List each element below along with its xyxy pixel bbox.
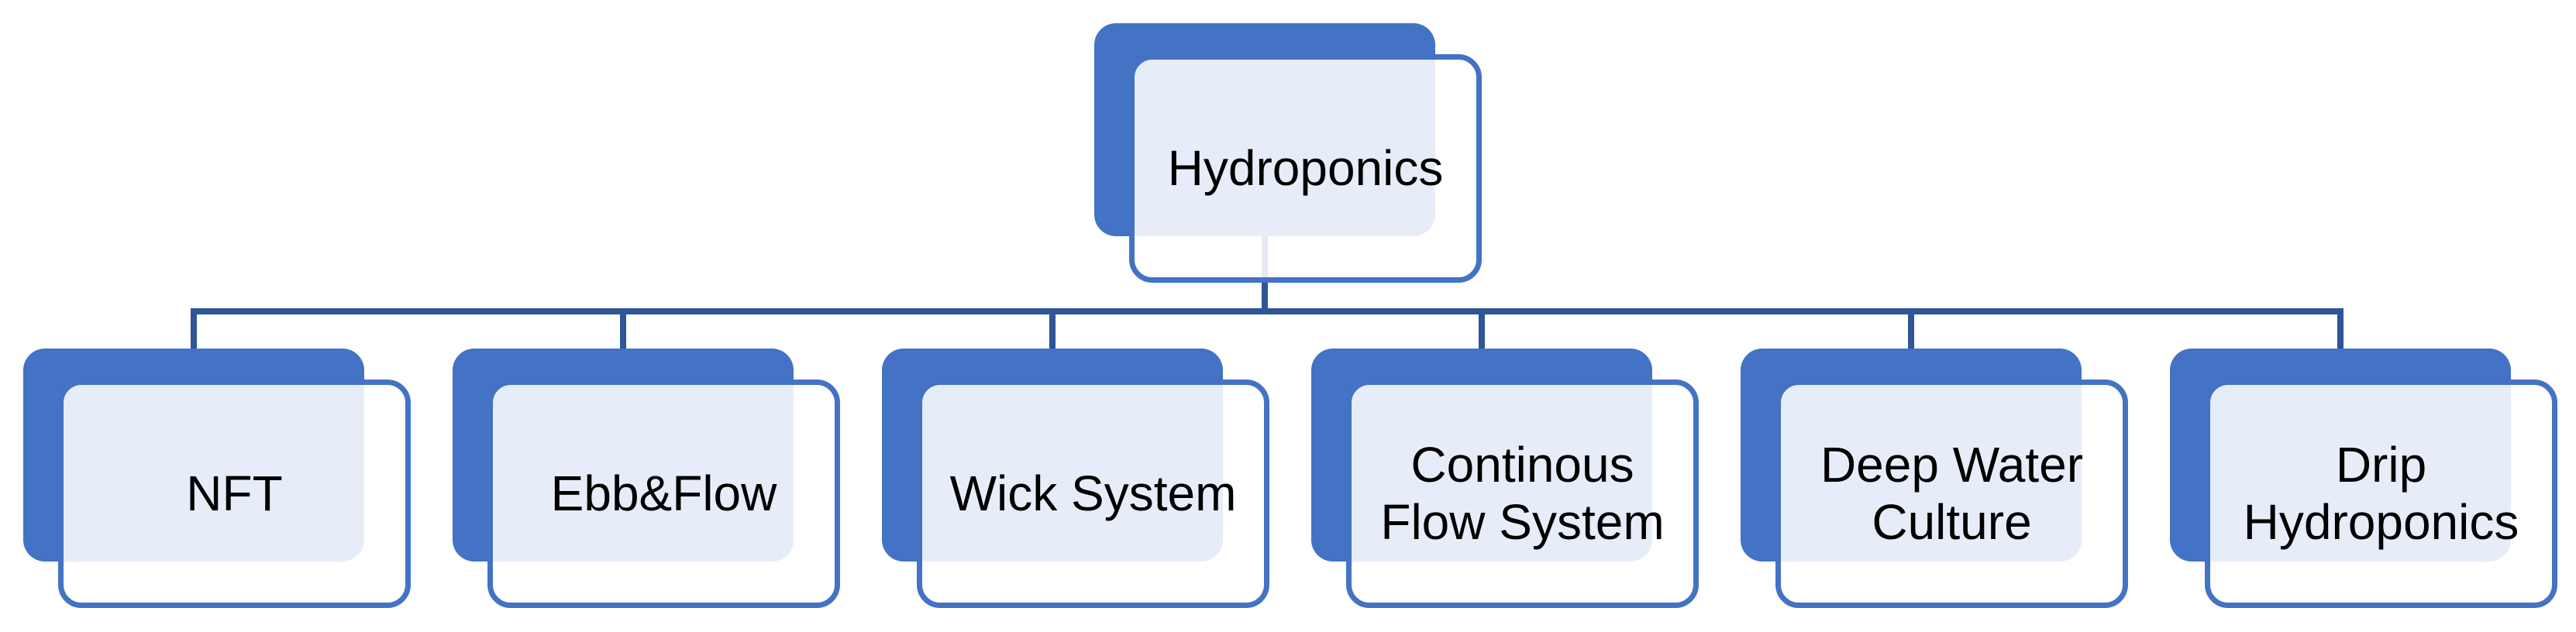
node-label: Drip Hydroponics (2243, 436, 2519, 550)
node-deep-water-culture: Deep Water Culture (1741, 349, 2128, 608)
node-label: Hydroponics (1167, 139, 1444, 196)
node-label: Wick System (949, 465, 1237, 521)
node-card: Drip Hydroponics (2205, 380, 2557, 608)
connector-stub (1479, 308, 1485, 352)
connector-stub (191, 308, 197, 352)
node-card: Wick System (917, 380, 1269, 608)
node-label: Ebb&Flow (550, 465, 777, 521)
node-continous-flow-system: Continous Flow System (1311, 349, 1699, 608)
connector-stub (620, 308, 626, 352)
node-ebb-flow: Ebb&Flow (453, 349, 840, 608)
node-card: Continous Flow System (1346, 380, 1699, 608)
connector-stub (2337, 308, 2344, 352)
node-drip-hydroponics: Drip Hydroponics (2170, 349, 2557, 608)
node-label: NFT (186, 465, 283, 521)
node-card: Ebb&Flow (487, 380, 840, 608)
node-label: Deep Water Culture (1820, 436, 2084, 550)
node-wick-system: Wick System (882, 349, 1269, 608)
node-hydroponics: Hydroponics (1094, 23, 1482, 283)
node-card: Hydroponics (1129, 54, 1482, 283)
node-label: Continous Flow System (1380, 436, 1665, 550)
connector-bus (191, 308, 2344, 314)
node-card: NFT (58, 380, 411, 608)
connector-stub (1908, 308, 1914, 352)
connector-stub (1049, 308, 1056, 352)
node-card: Deep Water Culture (1775, 380, 2128, 608)
node-nft: NFT (23, 349, 411, 608)
